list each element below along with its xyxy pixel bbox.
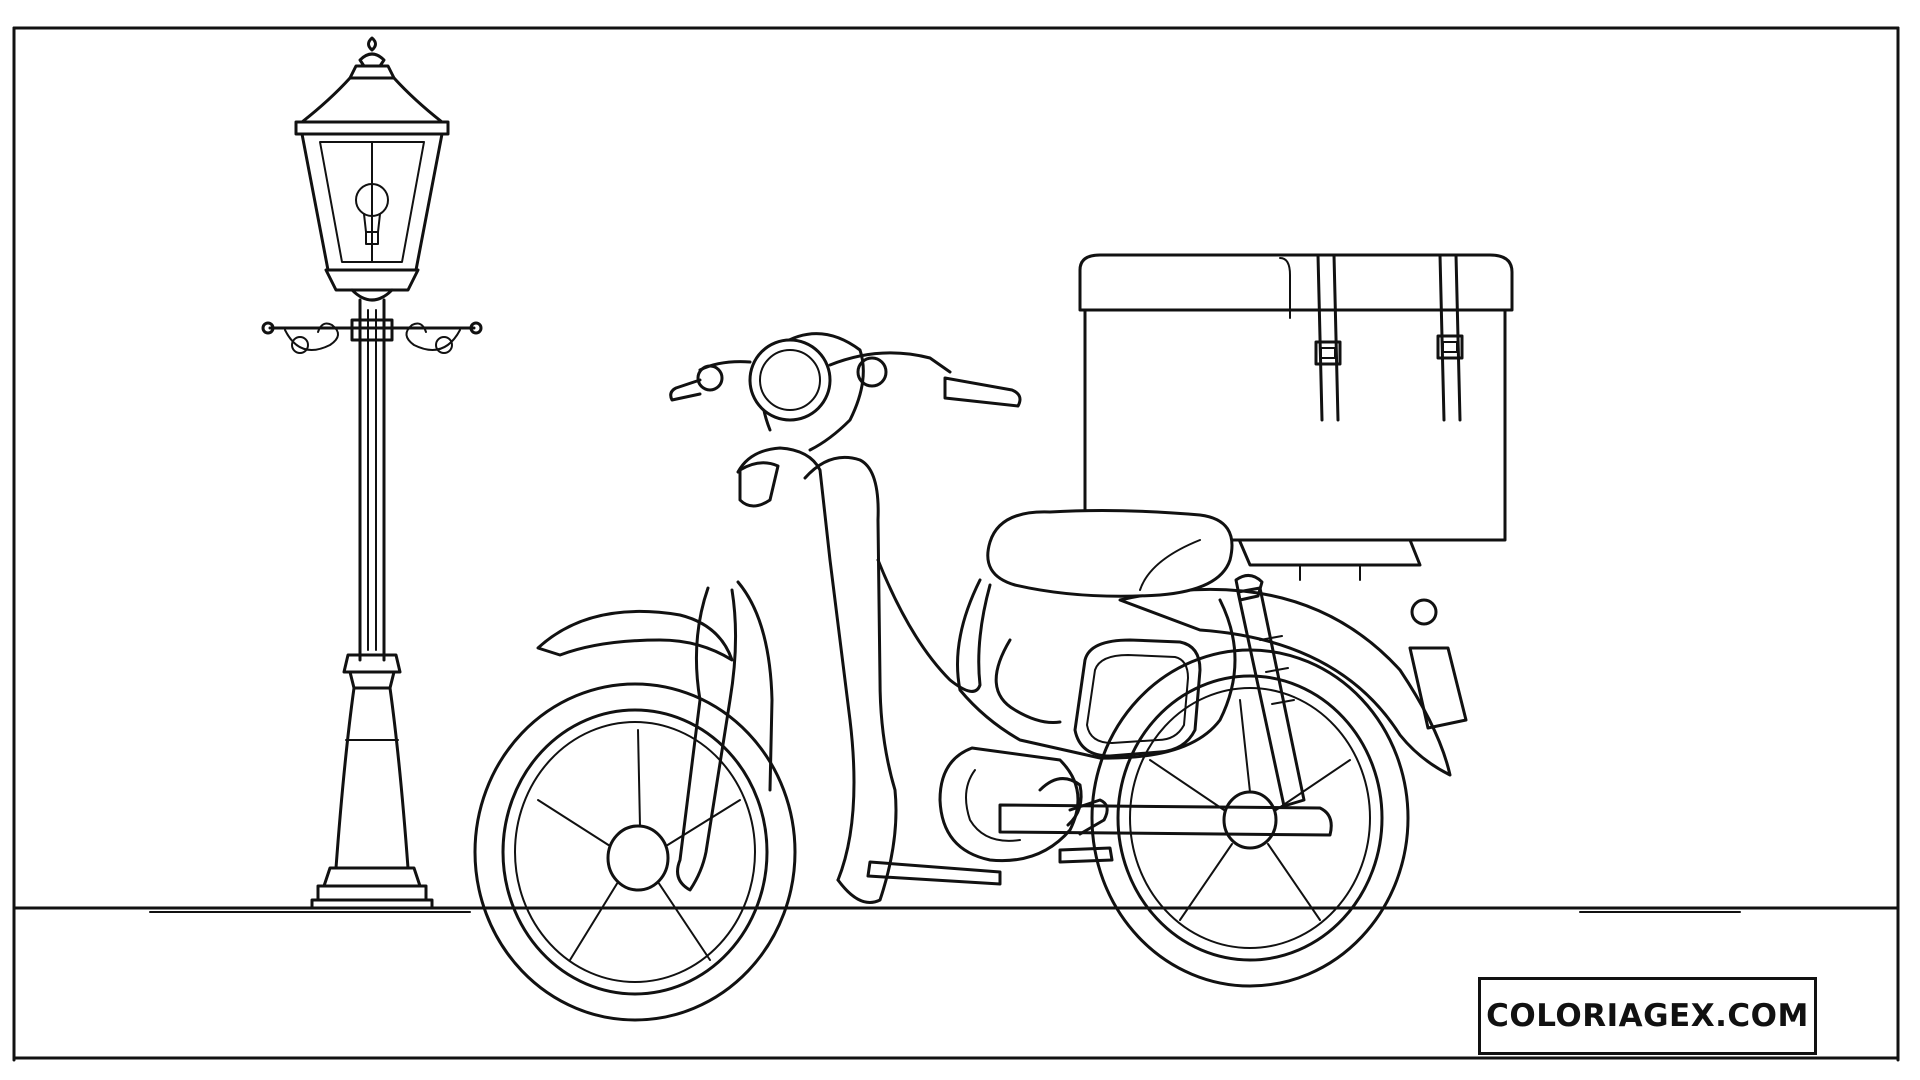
moped [473, 253, 1514, 1022]
site-watermark: COLORIAGEX.COM [1478, 977, 1817, 1055]
delivery-box [1078, 253, 1514, 542]
street-lamp [261, 36, 483, 910]
rear-wheel [1090, 648, 1410, 988]
front-wheel [473, 682, 797, 1022]
page-frame [12, 26, 1900, 1062]
